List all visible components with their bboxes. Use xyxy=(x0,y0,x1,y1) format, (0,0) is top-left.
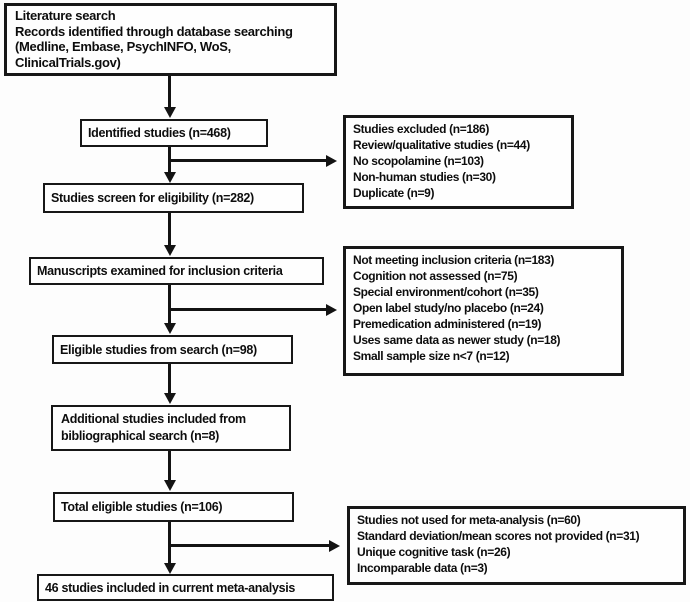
arrow-line-screened-to-manuscripts xyxy=(168,213,171,246)
box-studies-not-used: Studies not used for meta-analysis (n=60… xyxy=(347,506,686,585)
arrowhead-down-icon xyxy=(164,172,176,183)
box-title: Not meeting inclusion criteria (n=183) xyxy=(353,253,555,267)
exclusion-reason: Premedication administered (n=19) xyxy=(353,317,542,331)
box-additional-studies: Additional studies included from bibliog… xyxy=(51,405,291,451)
exclusion-reason: Special environment/cohort (n=35) xyxy=(353,285,539,299)
box-line: bibliographical search (n=8) xyxy=(61,429,219,443)
arrow-line-eligible-to-additional xyxy=(168,364,171,394)
arrowhead-right-icon xyxy=(326,304,337,316)
exclusion-reason: Uses same data as newer study (n=18) xyxy=(353,333,561,347)
not-used-reason: Standard deviation/mean scores not provi… xyxy=(357,529,640,543)
box-line: (Medline, Embase, PsychINFO, WoS, xyxy=(15,39,231,54)
box-eligible-studies: Eligible studies from search (n=98) xyxy=(52,335,293,364)
box-label: Identified studies (n=468) xyxy=(88,126,231,140)
excluded-reason: Non-human studies (n=30) xyxy=(353,170,496,184)
branch-line-to-not-used xyxy=(170,544,330,547)
box-line: Additional studies included from xyxy=(61,412,246,426)
arrow-line-manuscripts-to-eligible xyxy=(168,285,171,324)
excluded-reason: No scopolamine (n=103) xyxy=(353,154,484,168)
branch-line-to-not-meeting xyxy=(170,308,327,311)
excluded-reason: Review/qualitative studies (n=44) xyxy=(353,138,530,152)
box-studies-excluded: Studies excluded (n=186) Review/qualitat… xyxy=(343,115,574,209)
box-final-included: 46 studies included in current meta-anal… xyxy=(37,574,334,601)
arrowhead-down-icon xyxy=(164,480,176,491)
box-label: Eligible studies from search (n=98) xyxy=(60,342,257,357)
box-literature-search: Literature search Records identified thr… xyxy=(4,3,337,76)
exclusion-reason: Open label study/no placebo (n=24) xyxy=(353,301,544,315)
exclusion-reason: Cognition not assessed (n=75) xyxy=(353,269,518,283)
not-used-reason: Incomparable data (n=3) xyxy=(357,561,488,575)
box-title: Studies not used for meta-analysis (n=60… xyxy=(357,513,581,527)
box-not-meeting-criteria: Not meeting inclusion criteria (n=183) C… xyxy=(343,246,624,376)
box-label: Total eligible studies (n=106) xyxy=(61,500,223,514)
box-title: Literature search xyxy=(15,8,116,23)
arrowhead-down-icon xyxy=(164,393,176,404)
arrow-line-identified-to-screened xyxy=(168,147,171,174)
box-identified-studies: Identified studies (n=468) xyxy=(80,119,268,147)
exclusion-reason: Small sample size n<7 (n=12) xyxy=(353,349,510,363)
branch-line-to-excluded xyxy=(170,159,327,162)
box-manuscripts-examined: Manuscripts examined for inclusion crite… xyxy=(29,257,324,285)
arrowhead-down-icon xyxy=(164,107,176,118)
excluded-reason: Duplicate (n=9) xyxy=(353,186,435,200)
box-label: Studies screen for eligibility (n=282) xyxy=(51,191,254,205)
arrowhead-right-icon xyxy=(326,155,337,167)
arrowhead-down-icon xyxy=(164,563,176,574)
box-line: ClinicalTrials.gov) xyxy=(15,54,121,70)
arrow-line-literature-to-identified xyxy=(168,76,171,108)
box-title: Studies excluded (n=186) xyxy=(353,122,489,136)
not-used-reason: Unique cognitive task (n=26) xyxy=(357,545,511,559)
arrowhead-right-icon xyxy=(329,540,340,552)
arrowhead-down-icon xyxy=(164,323,176,334)
box-label: 46 studies included in current meta-anal… xyxy=(45,580,296,595)
box-label: Manuscripts examined for inclusion crite… xyxy=(37,264,283,278)
box-total-eligible: Total eligible studies (n=106) xyxy=(53,492,294,522)
box-line: Records identified through database sear… xyxy=(15,23,293,39)
box-studies-screened: Studies screen for eligibility (n=282) xyxy=(43,183,304,213)
arrow-line-additional-to-total xyxy=(168,451,171,481)
arrowhead-down-icon xyxy=(164,245,176,256)
arrow-line-total-to-final xyxy=(168,522,171,564)
